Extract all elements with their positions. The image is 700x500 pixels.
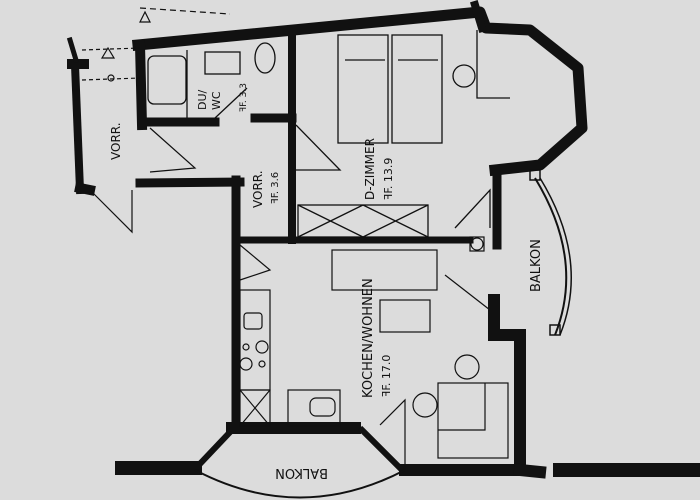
room-label-balkon-bottom: BALKON [275,465,328,480]
room-label-du: DU/ [196,89,209,110]
room-label-kochen-wohnen: KOCHEN/WOHNEN [361,278,376,398]
room-area-d-zimmer: ꟻF. 13.9 [382,158,395,200]
room-label-d-zimmer: D-ZIMMER [363,138,377,200]
room-label-balkon-right: BALKON [529,239,544,292]
room-label-vorr-inner: VORR. [251,170,265,208]
room-label-vorr-entry: VORR. [109,122,123,160]
kitchen-fixtures [239,236,509,470]
room-area-vorr-inner: ꟻF. 3.6 [270,172,281,204]
bedroom-furniture [295,30,510,238]
room-label-wc: WC [210,91,223,110]
room-area-du-wc: ꟻF. 3.3 [239,83,249,112]
room-area-kochen-wohnen: ꟻF. 17.0 [380,355,393,397]
entry-details [81,7,272,281]
bathroom-fixtures [147,42,276,119]
walls [66,0,700,479]
balcony-outlines [193,169,572,499]
